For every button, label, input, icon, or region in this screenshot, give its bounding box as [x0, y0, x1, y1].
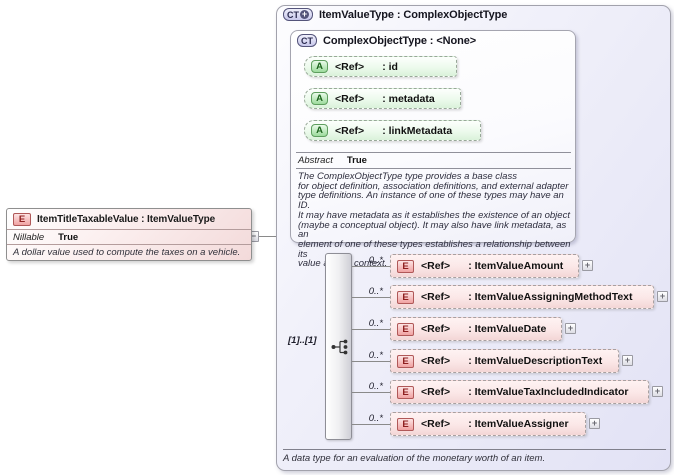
base-type-title: ComplexObjectType : <None> — [323, 34, 477, 47]
element-icon: E — [397, 417, 414, 431]
ref-label: <Ref> — [421, 260, 451, 272]
ref-label: <Ref> — [335, 92, 365, 105]
occurrence-label: 0..* — [368, 255, 383, 266]
element-title: ItemTitleTaxableValue : ItemValueType — [37, 213, 216, 225]
sequence-icon — [331, 339, 348, 355]
ref-label: <Ref> — [421, 418, 451, 430]
type-annotation: A data type for an evaluation of the mon… — [283, 453, 546, 464]
occurrence-label: 0..* — [368, 350, 383, 361]
element-box[interactable]: E <Ref> : ItemValueAmount — [390, 254, 579, 278]
element-box[interactable]: E <Ref> : ItemValueDescriptionText — [390, 349, 619, 373]
element-box[interactable]: E <Ref> : ItemValueTaxIncludedIndicator — [390, 380, 649, 404]
element-icon: E — [397, 290, 414, 304]
expand-button[interactable]: + — [589, 418, 600, 429]
attribute-box[interactable]: A <Ref> : linkMetadata — [304, 120, 481, 141]
ref-label: <Ref> — [421, 355, 451, 367]
occurrence-label: 0..* — [368, 286, 383, 297]
expand-button[interactable]: + — [565, 323, 576, 334]
element-name: : ItemValueAssigner — [468, 418, 569, 430]
element-icon: E — [397, 385, 414, 399]
divider — [296, 168, 571, 169]
divider — [296, 152, 571, 153]
element-name: : ItemValueAssigningMethodText — [468, 291, 633, 303]
attribute-box[interactable]: A <Ref> : metadata — [304, 88, 461, 109]
element-icon: E — [397, 322, 414, 336]
facet-value: True — [58, 231, 79, 243]
element-name: : ItemValueTaxIncludedIndicator — [468, 386, 629, 398]
element-declaration-box[interactable]: E ItemTitleTaxableValue : ItemValueType … — [6, 208, 252, 261]
element-icon: E — [13, 212, 31, 226]
element-branch-line — [352, 297, 390, 298]
element-branch-line — [352, 329, 390, 330]
element-icon: E — [397, 259, 414, 273]
attribute-name: : id — [382, 60, 398, 73]
expand-button[interactable]: + — [652, 386, 663, 397]
element-box[interactable]: E <Ref> : ItemValueDate — [390, 317, 562, 341]
element-branch-line — [352, 361, 390, 362]
ref-label: <Ref> — [421, 386, 451, 398]
complex-type-icon: CT + — [283, 8, 313, 21]
facet-value: True — [346, 155, 367, 166]
abstract-facet: Abstract True — [298, 155, 367, 166]
element-title-row: E ItemTitleTaxableValue : ItemValueType — [7, 209, 251, 229]
element-branch-line — [352, 424, 390, 425]
cardinality-label: [1]..[1] — [288, 335, 317, 346]
occurrence-label: 0..* — [368, 318, 383, 329]
ref-label: <Ref> — [421, 323, 451, 335]
complex-type-icon: CT — [297, 34, 317, 47]
attribute-name: : linkMetadata — [382, 124, 453, 137]
occurrence-label: 0..* — [368, 381, 383, 392]
element-name: : ItemValueAmount — [468, 260, 564, 272]
base-type-header[interactable]: CT ComplexObjectType : <None> — [297, 34, 476, 47]
element-icon: E — [397, 354, 414, 368]
element-box[interactable]: E <Ref> : ItemValueAssigningMethodText — [390, 285, 654, 309]
attribute-name: : metadata — [382, 92, 435, 105]
element-name: : ItemValueDate — [468, 323, 547, 335]
type-header[interactable]: CT + ItemValueType : ComplexObjectType — [283, 8, 507, 21]
ref-label: <Ref> — [335, 124, 365, 137]
attribute-icon: A — [311, 124, 328, 137]
attribute-icon: A — [311, 60, 328, 73]
facet-label: Nillable — [13, 231, 45, 243]
element-branch-line — [352, 266, 390, 267]
expand-button[interactable]: + — [657, 291, 668, 302]
attribute-icon: A — [311, 92, 328, 105]
attribute-box[interactable]: A <Ref> : id — [304, 56, 457, 77]
base-type-description: The ComplexObjectType type provides a ba… — [298, 171, 571, 270]
divider — [283, 449, 666, 450]
nillable-facet: Nillable True — [7, 229, 251, 244]
ref-label: <Ref> — [421, 291, 451, 303]
element-box[interactable]: E <Ref> : ItemValueAssigner — [390, 412, 586, 436]
expand-button[interactable]: + — [622, 355, 633, 366]
type-title: ItemValueType : ComplexObjectType — [319, 8, 508, 21]
element-annotation: A dollar value used to compute the taxes… — [7, 244, 251, 260]
reference-connector-line — [246, 236, 279, 237]
ref-label: <Ref> — [335, 60, 365, 73]
facet-label: Abstract — [298, 155, 333, 166]
occurrence-label: 0..* — [368, 413, 383, 424]
expand-button[interactable]: + — [582, 260, 593, 271]
element-branch-line — [352, 392, 390, 393]
element-name: : ItemValueDescriptionText — [468, 355, 603, 367]
derived-type-plus-icon: + — [300, 9, 309, 19]
